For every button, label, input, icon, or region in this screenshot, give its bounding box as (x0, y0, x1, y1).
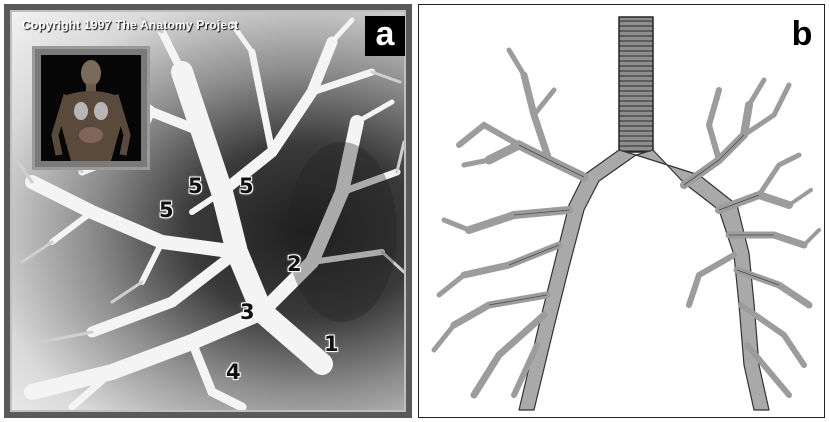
label-5-right: 5 (239, 174, 254, 198)
panel-a-frame: Copyright 1997 The Anatomy Project 5 5 5… (4, 4, 412, 418)
anatomy-figure-inset (32, 46, 150, 170)
human-figure-icon (41, 55, 141, 161)
panel-a-badge: a (365, 16, 405, 56)
panel-a-bronchogram-image: Copyright 1997 The Anatomy Project 5 5 5… (10, 10, 406, 412)
label-4: 4 (226, 360, 241, 384)
label-5-left: 5 (159, 198, 174, 222)
panel-b-frame (418, 4, 825, 418)
bronchial-tree-illustration (419, 5, 825, 418)
label-2: 2 (287, 252, 302, 276)
copyright-text: Copyright 1997 The Anatomy Project (22, 18, 238, 32)
label-3: 3 (240, 300, 255, 324)
label-1: 1 (324, 332, 339, 356)
label-5-mid: 5 (188, 174, 203, 198)
panel-b-badge: b (782, 16, 822, 56)
